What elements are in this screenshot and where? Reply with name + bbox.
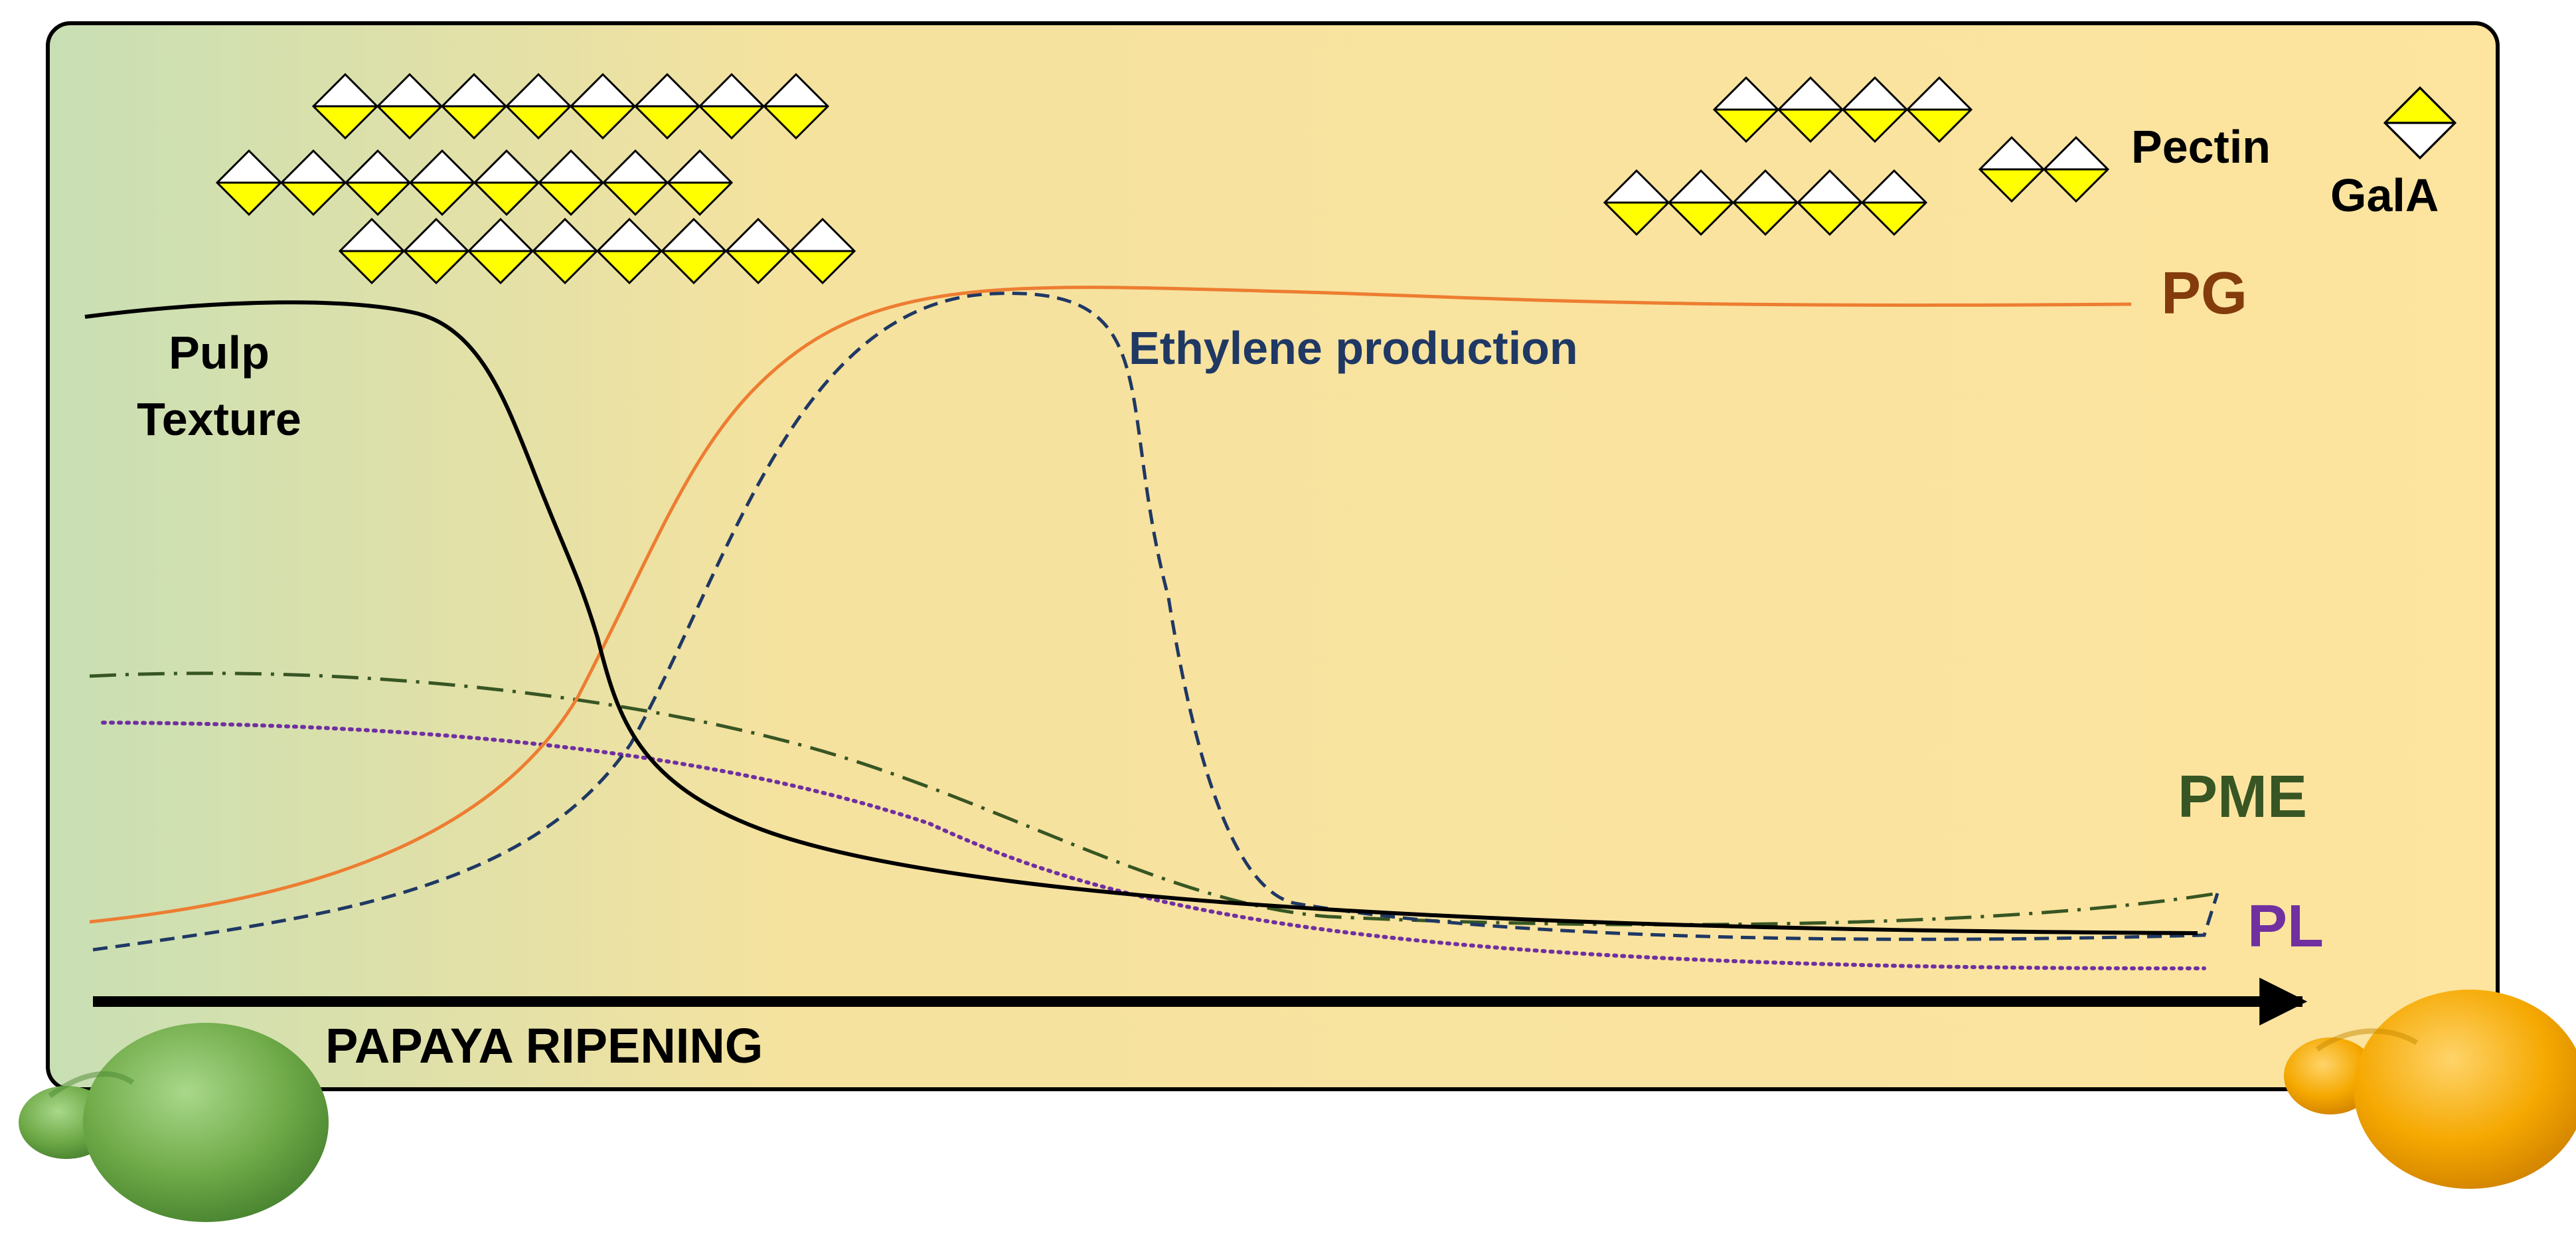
pg-curve	[89, 286, 2132, 924]
pulp-texture-label-line2: Texture	[137, 393, 301, 445]
pectin-label: Pectin	[2131, 121, 2271, 173]
pl-curve	[101, 721, 2206, 971]
pme-label: PME	[2178, 764, 2307, 830]
pg-label: PG	[2161, 260, 2247, 327]
gala-label: GalA	[2330, 169, 2439, 221]
green-papaya-icon	[19, 1023, 329, 1222]
ripening-panel	[46, 21, 2500, 1091]
ripe-papaya-icon	[2284, 990, 2576, 1189]
pl-label: PL	[2247, 893, 2324, 960]
ripening-label: PAPAYA RIPENING	[325, 1018, 763, 1073]
ethylene-curve	[92, 292, 2219, 952]
pulp-texture-label-line1: Pulp	[169, 327, 270, 379]
ethylene-label: Ethylene production	[1129, 322, 1578, 374]
pulp-texture-curve	[84, 300, 2198, 935]
